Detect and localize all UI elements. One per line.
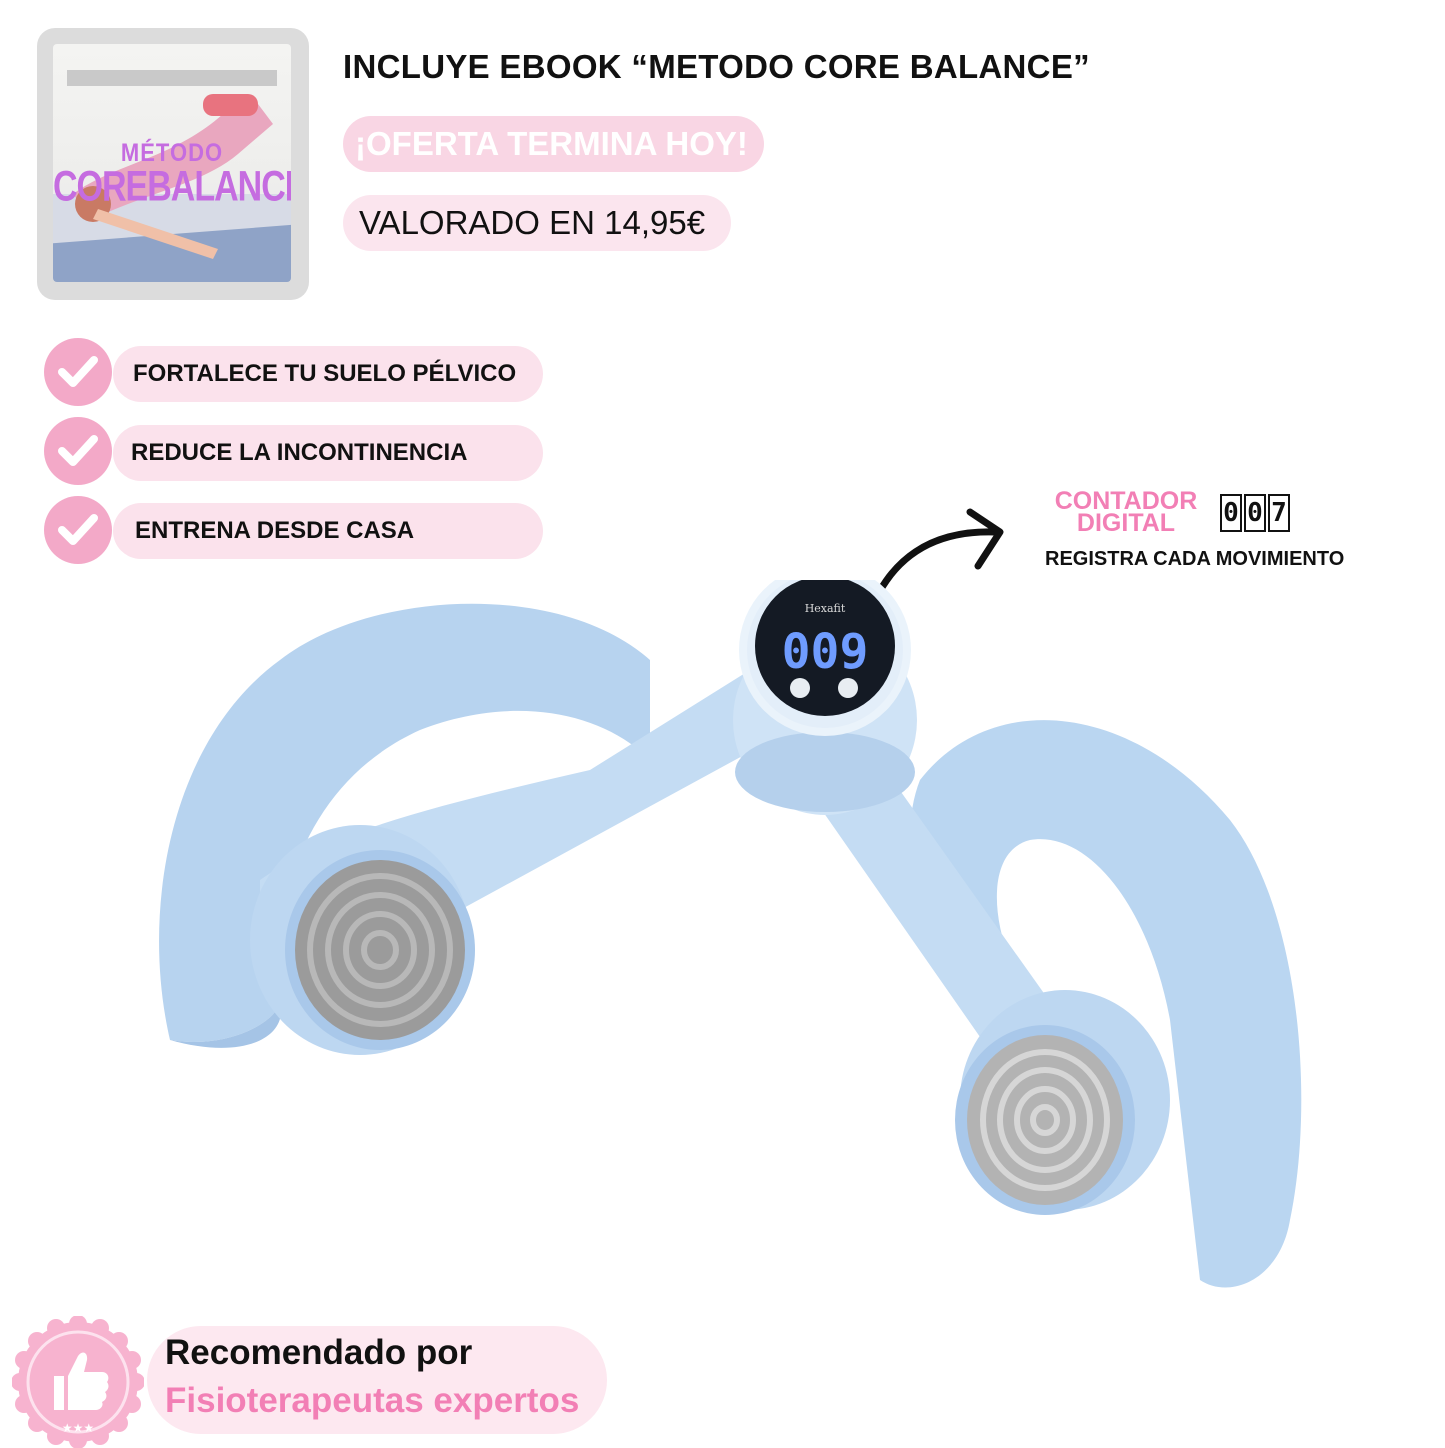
counter-digit: 0: [1220, 494, 1242, 532]
thumbs-up-icon: ★★★: [12, 1316, 144, 1448]
recommendation-line1: Recomendado por: [165, 1333, 473, 1372]
benefit-pill-3: ENTRENA DESDE CASA: [113, 503, 543, 559]
counter-subtitle: REGISTRA CADA MOVIMIENTO: [1045, 548, 1345, 570]
ebook-cover-image: MÉTODO COREBALANCE: [53, 44, 291, 282]
check-icon: [44, 496, 112, 564]
offer-badge: ¡OFERTA TERMINA HOY!: [343, 116, 764, 172]
ebook-cover: MÉTODO COREBALANCE: [37, 28, 309, 300]
counter-title: CONTADOR DIGITAL: [1040, 487, 1212, 537]
benefit-label: FORTALECE TU SUELO PÉLVICO: [133, 360, 517, 387]
ebook-photo-illustration: [53, 70, 291, 282]
svg-text:★★★: ★★★: [62, 1421, 94, 1435]
benefit-label: REDUCE LA INCONTINENCIA: [131, 439, 468, 466]
counter-digit: 7: [1268, 494, 1290, 532]
device-brand-label: Hexafit: [805, 602, 846, 615]
ebook-headline: INCLUYE EBOOK “METODO CORE BALANCE”: [343, 48, 1090, 85]
ebook-title-brand: COREBALANCE: [53, 163, 291, 211]
recommendation-pill: [147, 1326, 607, 1434]
counter-title-line1: CONTADOR: [1054, 487, 1198, 515]
recommendation-line2: Fisioterapeutas expertos: [165, 1381, 580, 1420]
right-gray-pad: [967, 1035, 1123, 1205]
benefit-label: ENTRENA DESDE CASA: [135, 517, 415, 544]
value-badge: VALORADO EN 14,95€: [343, 195, 732, 251]
device-display-value: 009: [782, 624, 869, 680]
pelvic-trainer-device: Hexafit 009: [159, 580, 1302, 1288]
counter-title-line2: DIGITAL: [1076, 509, 1176, 537]
ebook-title-small: MÉTODO: [120, 138, 224, 167]
counter-icon: 0 0 7: [1220, 494, 1294, 534]
counter-digit: 0: [1244, 494, 1266, 532]
check-icon: [44, 417, 112, 485]
left-gray-pad: [295, 860, 465, 1040]
benefit-pill-2: REDUCE LA INCONTINENCIA: [113, 425, 543, 481]
check-icon: [44, 338, 112, 406]
benefit-pill-1: FORTALECE TU SUELO PÉLVICO: [113, 346, 543, 402]
